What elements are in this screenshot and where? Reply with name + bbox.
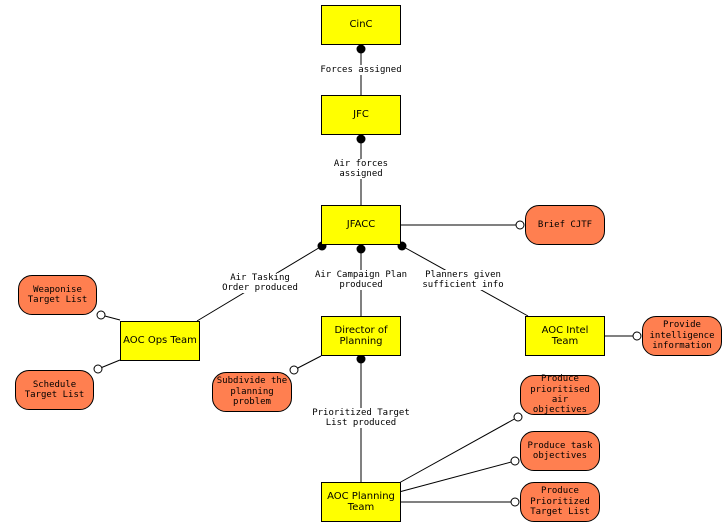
goal-link-end (289, 365, 299, 375)
link-label-air-campaign-plan: Air Campaign Plan produced (308, 270, 414, 290)
goal-provide-intelligence[interactable]: Provide intelligence information (642, 316, 722, 356)
link-label-planners-given: Planners given sufficient info (414, 270, 512, 290)
goal-link-end (515, 220, 525, 230)
link-label-air-forces-assigned: Air forces assigned (326, 159, 396, 179)
role-aoc-planning-team[interactable]: AOC Planning Team (321, 482, 401, 522)
goal-link-end (96, 310, 106, 320)
goal-link-end (93, 364, 103, 374)
link-planning-prioritised (398, 416, 519, 484)
goal-link-end (513, 412, 523, 422)
role-jfacc[interactable]: JFACC (321, 205, 401, 245)
goal-prioritised-air-objectives[interactable]: Produce prioritised air objectives (520, 374, 600, 415)
link-label-prioritized-list: Prioritized Target List produced (302, 408, 420, 428)
goal-task-objectives[interactable]: Produce task objectives (520, 431, 600, 471)
dependency-dot (356, 134, 366, 144)
dependency-dot (356, 354, 366, 364)
link-label-forces-assigned: Forces assigned (313, 65, 409, 75)
goal-link-end (510, 456, 520, 466)
role-aoc-ops-team[interactable]: AOC Ops Team (120, 321, 200, 361)
dependency-dot (356, 244, 366, 254)
goal-schedule-target-list[interactable]: Schedule Target List (15, 370, 94, 410)
link-planning-task (398, 460, 516, 493)
goal-brief-cjtf[interactable]: Brief CJTF (525, 205, 605, 245)
dependency-dot (356, 44, 366, 54)
role-jfc[interactable]: JFC (321, 95, 401, 135)
link-director-subdivide (293, 355, 322, 371)
role-cinc[interactable]: CinC (321, 5, 401, 45)
link-label-air-tasking-order: Air Tasking Order produced (214, 273, 306, 293)
goal-subdivide-planning[interactable]: Subdivide the planning problem (212, 372, 292, 412)
goal-weaponise-target-list[interactable]: Weaponise Target List (18, 275, 97, 315)
goal-prioritized-target-list[interactable]: Produce Prioritized Target List (520, 482, 600, 522)
role-director-of-planning[interactable]: Director of Planning (321, 316, 401, 356)
role-aoc-intel-team[interactable]: AOC Intel Team (525, 316, 605, 356)
goal-link-end (632, 331, 642, 341)
goal-link-end (510, 497, 520, 507)
